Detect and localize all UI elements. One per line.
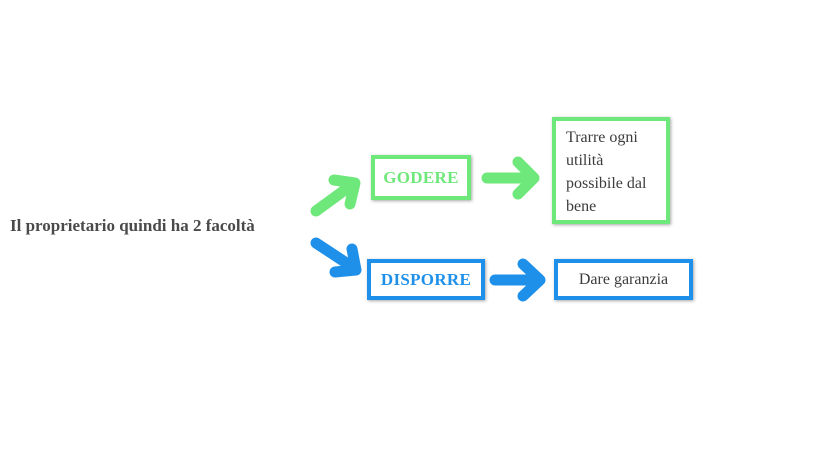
arrow-root-to-godere [310,174,361,217]
disporre-detail-box: Dare garanzia [554,259,693,300]
disporre-box: DISPORRE [367,259,485,300]
arrow-root-to-disporre [310,237,362,278]
godere-detail-box: Trarre ogni utilità possibile dal bene [552,117,670,224]
godere-box: GODERE [371,155,471,200]
root-concept-label: Il proprietario quindi ha 2 facoltà [10,216,255,235]
arrow-disporre-to-detail [489,258,546,302]
godere-detail-line: Trarre ogni [566,129,638,146]
godere-detail-line: bene [566,198,597,215]
disporre-label: DISPORRE [380,269,472,289]
godere-label: GODERE [383,167,459,187]
godere-detail-line: utilità [566,152,604,169]
disporre-detail-text: Dare garanzia [578,271,669,288]
godere-detail-line: possibile dal [566,175,647,192]
arrow-godere-to-detail [481,156,540,200]
